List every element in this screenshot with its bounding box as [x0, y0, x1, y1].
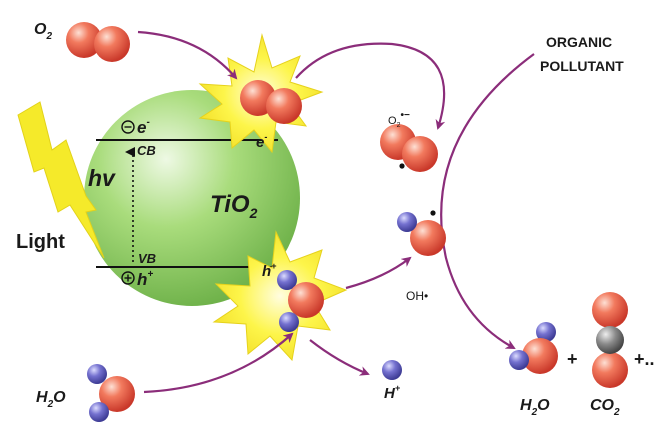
svg-text:h+: h+	[137, 269, 153, 289]
light-label: Light	[16, 231, 65, 253]
vb-label: VB	[138, 251, 156, 266]
plus-sign-1: +	[567, 349, 578, 369]
water-output-molecule	[509, 322, 558, 374]
tio2-sphere	[84, 90, 300, 306]
arrow-water-to-burst	[143, 332, 294, 394]
co2-molecule	[592, 292, 628, 388]
arrow-burst-to-superoxide	[295, 42, 446, 130]
electron-band-label: e-	[121, 117, 150, 137]
h-plus-atom	[382, 360, 402, 380]
arrow-burst-to-hplus	[309, 339, 370, 376]
superoxide-molecule	[380, 124, 438, 172]
hole-star-label: h+	[262, 261, 277, 280]
water-input-label: H2O	[36, 389, 66, 410]
superoxide-label: O2•−	[388, 110, 410, 129]
water-burst-molecule	[277, 270, 324, 332]
h-plus-label: H+	[384, 383, 401, 402]
water-input-molecule	[87, 364, 135, 422]
hole-band-label: h+	[121, 269, 153, 289]
svg-text:e-: e-	[137, 117, 150, 137]
organic-pollutant-label: ORGANIC POLLUTANT	[540, 34, 624, 74]
o2-input-label: O2	[34, 21, 52, 42]
co2-label: CO2	[590, 397, 620, 418]
hydroxyl-molecule	[397, 210, 446, 256]
arrow-burst-to-hydroxyl	[345, 256, 412, 290]
electron-star-label: e-	[256, 132, 267, 151]
light-bolt	[17, 101, 105, 259]
water-output-label: H2O	[520, 397, 550, 418]
arrow-o2-to-burst	[137, 30, 238, 80]
o2-burst-molecule	[240, 80, 302, 124]
hv-label: hv	[88, 165, 116, 191]
cb-label: CB	[137, 143, 156, 158]
plus-sign-2: +..	[634, 349, 655, 369]
tio2-label: TiO2	[210, 191, 258, 221]
o2-input-molecule	[66, 22, 130, 62]
hydroxyl-label: OH•	[406, 289, 428, 303]
lower-burst	[212, 230, 348, 362]
arrow-pollutant-to-products	[440, 53, 535, 349]
